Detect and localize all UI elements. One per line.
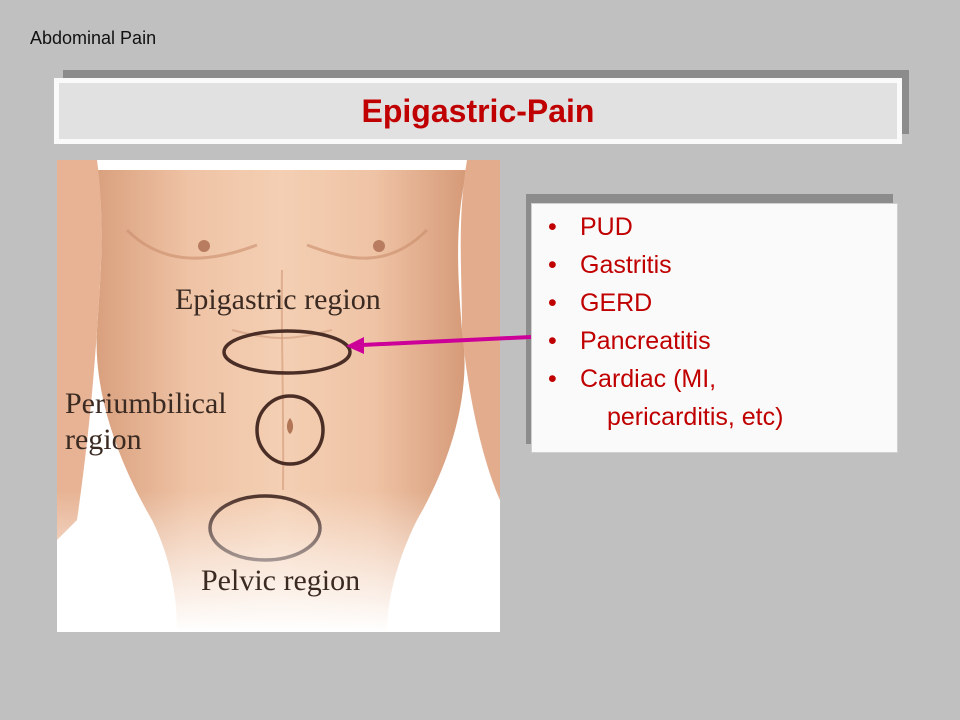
title-inner: Epigastric-Pain [59, 83, 897, 139]
list-bullet: • [548, 365, 557, 393]
list-item-text: PUD [580, 213, 633, 241]
epigastric-region-label: Epigastric region [175, 283, 381, 316]
list-bullet: • [548, 251, 557, 279]
list-item: • PUD [548, 208, 889, 246]
pelvic-region-label: Pelvic region [201, 564, 361, 597]
list-item: • Cardiac (MI, pericarditis, etc) [548, 360, 889, 436]
slide-title: Epigastric-Pain [361, 92, 595, 129]
causes-list-box: • PUD • Gastritis • GERD • Pancreatitis … [531, 203, 898, 453]
periumbilical-region-label-line2: region [65, 423, 142, 456]
list-item: • Gastritis [548, 246, 889, 284]
list-item: • GERD [548, 284, 889, 322]
list-item-text: Gastritis [580, 251, 672, 279]
list-bullet: • [548, 327, 557, 355]
list-bullet: • [548, 213, 557, 241]
list-item: • Pancreatitis [548, 322, 889, 360]
list-item-text: Pancreatitis [580, 327, 711, 355]
abdomen-figure: Epigastric region Periumbilical region P… [57, 160, 500, 632]
title-box: Epigastric-Pain [54, 78, 902, 144]
periumbilical-region-label-line1: Periumbilical [65, 387, 227, 420]
list-item-text: GERD [580, 289, 653, 317]
list-item-text: Cardiac (MI, [580, 365, 717, 393]
header-label: Abdominal Pain [30, 28, 157, 48]
list-item-text-continuation: pericarditis, etc) [607, 403, 784, 431]
list-bullet: • [548, 289, 557, 317]
causes-list: • PUD • Gastritis • GERD • Pancreatitis … [548, 208, 889, 436]
abdomen-illustration [57, 160, 500, 632]
